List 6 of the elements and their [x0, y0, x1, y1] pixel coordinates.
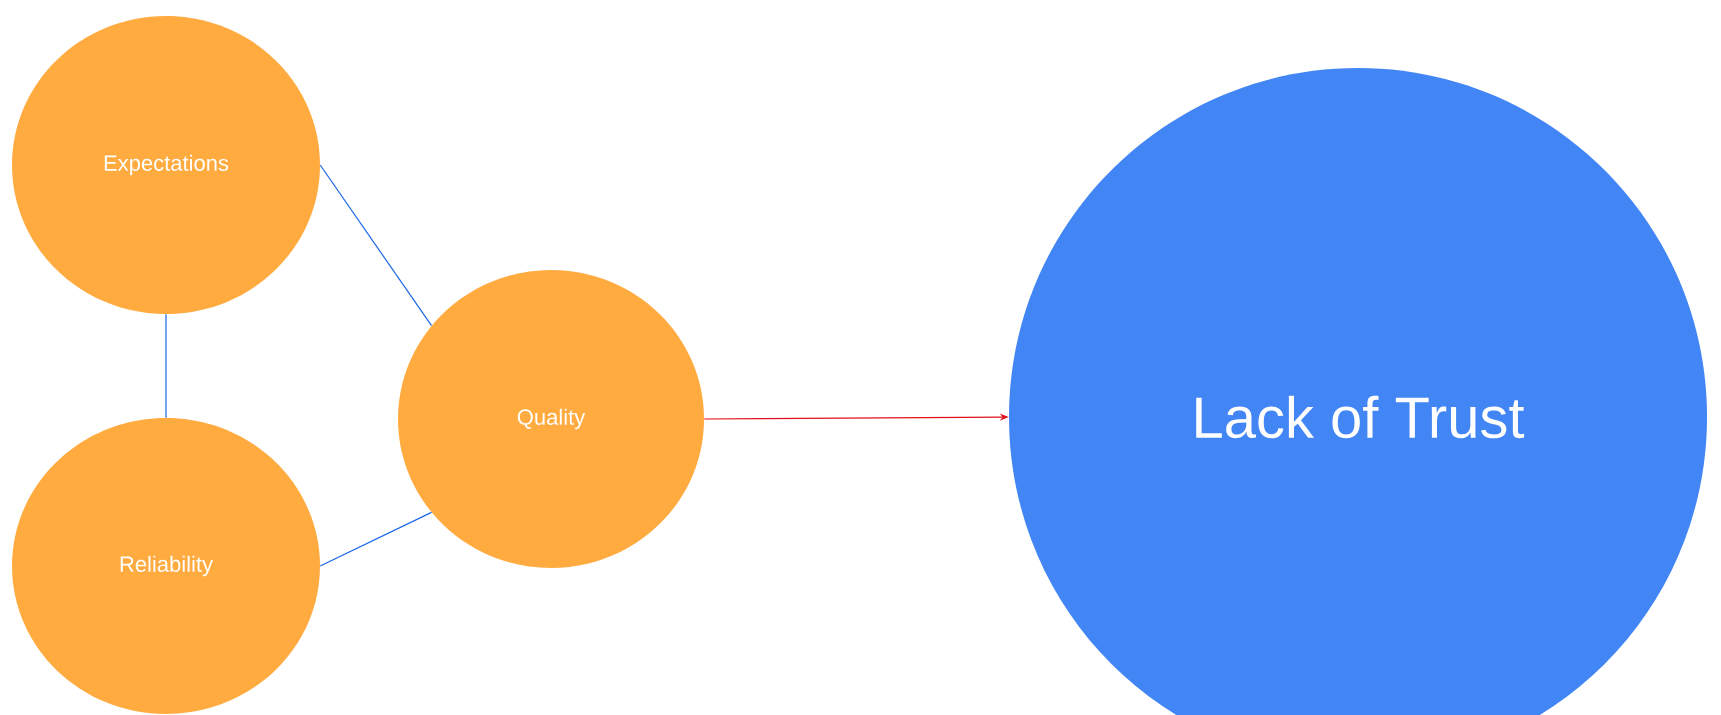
- circle-node: Reliability: [12, 418, 320, 714]
- connector: [319, 511, 433, 567]
- connector: [165, 313, 167, 419]
- circle-node: Quality: [398, 270, 704, 568]
- connector: [319, 164, 433, 327]
- circle-node: Expectations: [12, 16, 320, 314]
